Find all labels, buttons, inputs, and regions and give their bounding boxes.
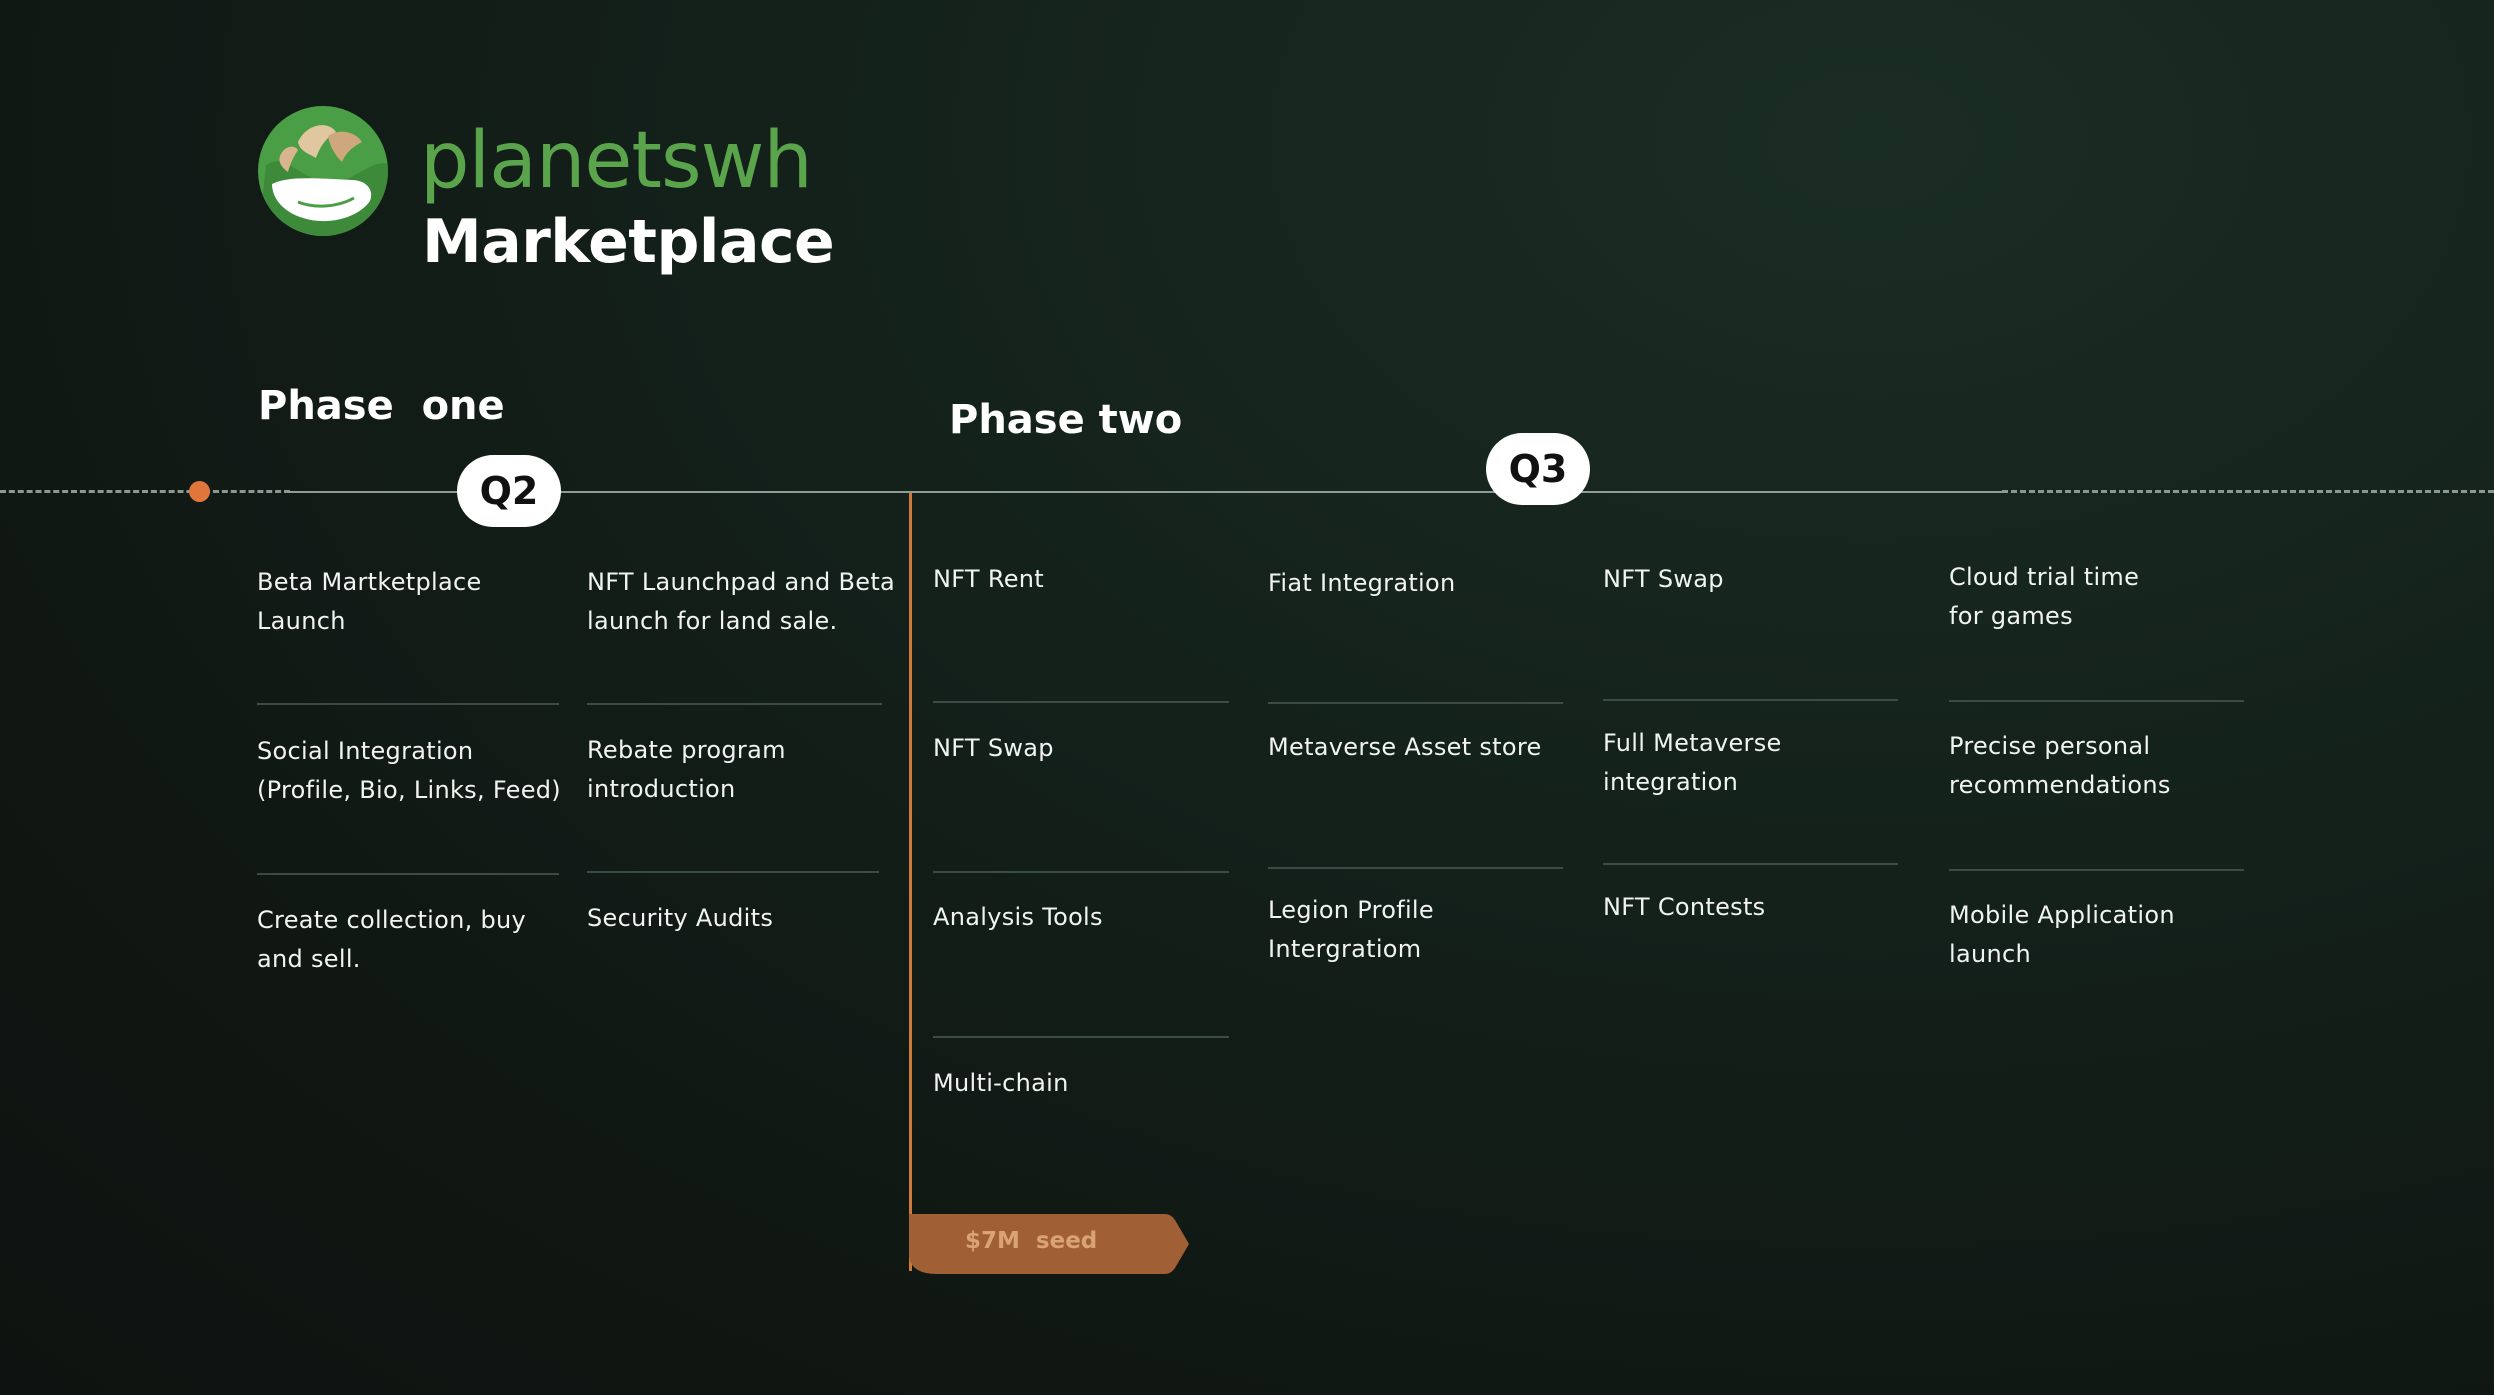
item-divider bbox=[1268, 867, 1563, 869]
timeline-dashed-right bbox=[2002, 490, 2494, 493]
roadmap-item: Create collection, buy and sell. bbox=[257, 906, 527, 973]
roadmap-item: NFT Contests bbox=[1603, 893, 1766, 921]
roadmap-item: Full Metaverse integration bbox=[1603, 729, 1782, 796]
planet-leaf-logo-icon bbox=[258, 106, 388, 236]
roadmap-item: NFT Swap bbox=[933, 734, 1054, 762]
item-divider bbox=[933, 701, 1229, 703]
roadmap-item: Analysis Tools bbox=[933, 903, 1103, 931]
roadmap-item: Mobile Application launch bbox=[1949, 901, 2175, 968]
roadmap-item: NFT Rent bbox=[933, 565, 1045, 593]
quarter-q3-badge: Q3 bbox=[1486, 433, 1590, 505]
seed-funding-tag bbox=[909, 1208, 1191, 1280]
roadmap-item: Precise personal recommendations bbox=[1949, 732, 2171, 799]
seed-funding-label: $7M seed bbox=[965, 1228, 1098, 1254]
item-divider bbox=[933, 871, 1229, 873]
item-divider bbox=[1949, 869, 2244, 871]
item-divider bbox=[257, 703, 559, 705]
roadmap-item: Metaverse Asset store bbox=[1268, 733, 1542, 761]
item-divider bbox=[1949, 700, 2244, 702]
quarter-q2-badge: Q2 bbox=[457, 455, 561, 527]
item-divider bbox=[1268, 702, 1563, 704]
item-divider bbox=[1603, 699, 1898, 701]
timeline-line bbox=[290, 491, 2002, 493]
phase-one-heading: Phase one bbox=[258, 383, 505, 429]
brand-name: planetswh bbox=[420, 116, 813, 206]
timeline-start-dot bbox=[189, 481, 210, 502]
roadmap-item: Multi-chain bbox=[933, 1069, 1069, 1097]
item-divider bbox=[933, 1036, 1229, 1038]
item-divider bbox=[587, 871, 879, 873]
roadmap-item: Rebate program introduction bbox=[587, 736, 786, 803]
roadmap-item: Beta Martketplace Launch bbox=[257, 568, 482, 635]
roadmap-item: Cloud trial time for games bbox=[1949, 563, 2140, 630]
timeline-dashed-left bbox=[0, 490, 290, 493]
roadmap-item: Fiat Integration bbox=[1268, 569, 1456, 597]
roadmap-item: NFT Swap bbox=[1603, 565, 1724, 593]
roadmap-item: NFT Launchpad and Beta launch for land s… bbox=[587, 568, 896, 635]
item-divider bbox=[257, 873, 559, 875]
roadmap-item: Social Integration (Profile, Bio, Links,… bbox=[257, 737, 561, 804]
roadmap-item: Security Audits bbox=[587, 904, 774, 932]
phase-divider-line bbox=[909, 493, 912, 1271]
item-divider bbox=[587, 703, 882, 705]
item-divider bbox=[1603, 863, 1898, 865]
phase-two-heading: Phase two bbox=[949, 397, 1183, 443]
brand-subtitle: Marketplace bbox=[422, 207, 835, 277]
roadmap-item: Legion Profile Intergratiom bbox=[1268, 896, 1434, 963]
